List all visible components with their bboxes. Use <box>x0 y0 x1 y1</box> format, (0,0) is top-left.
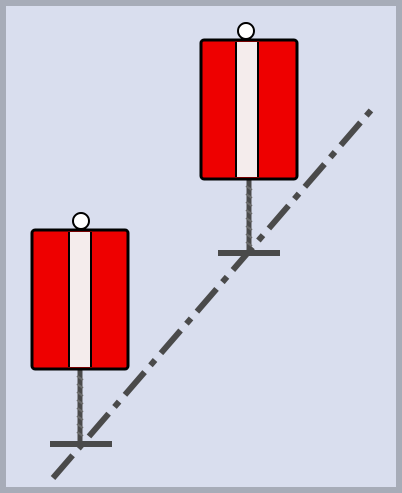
front-mark-top-circle <box>72 212 90 230</box>
front-mark-post-texture <box>76 375 84 437</box>
front-mark-stripe <box>69 232 91 367</box>
rear-mark-stripe <box>236 42 258 177</box>
rear-leading-mark <box>199 22 299 256</box>
rear-mark-base <box>218 250 280 256</box>
front-mark-base <box>50 441 112 447</box>
leading-line <box>50 106 376 480</box>
rear-mark-post-texture <box>245 185 253 247</box>
front-leading-mark <box>30 212 130 447</box>
rear-mark-top-circle <box>237 22 255 40</box>
